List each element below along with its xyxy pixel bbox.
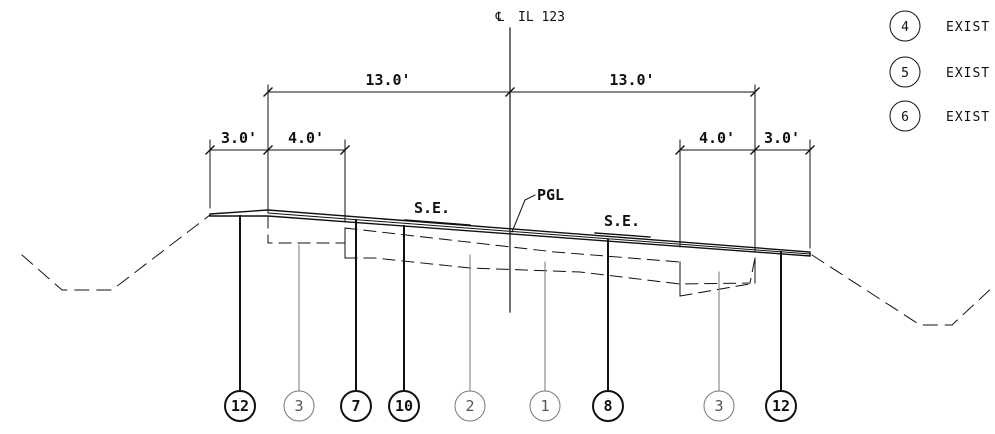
callout-7: 7 [351,397,360,415]
se-bar-left [404,219,471,226]
callout-8: 8 [603,397,612,415]
dim-right-lane: 13.0' [609,71,654,89]
callout-1: 1 [540,397,549,415]
callout-circle-8 [592,390,624,422]
se-bar-right [594,232,651,238]
legend-text-5: EXIST [946,66,990,81]
callout-12-right: 12 [772,397,790,415]
subbase-outline [267,215,756,285]
pgl-leader [511,194,536,233]
legend-number-4: 4 [901,20,909,35]
centerline-label: IL 123 [518,10,565,25]
callout-circle-1 [529,390,561,422]
legend-text-4: EXIST [946,20,990,35]
dim-left-lane: 13.0' [365,71,410,89]
se-label-left: S.E. [414,199,450,217]
callout-3-right: 3 [714,397,723,415]
dimension-ticks [205,87,815,155]
legend-text-6: EXIST [946,110,990,125]
callout-circle-7 [340,390,372,422]
callout-circle-2 [454,390,486,422]
se-label-right: S.E. [604,212,640,230]
legend-number-5: 5 [901,66,909,81]
callout-10: 10 [395,397,413,415]
callout-2: 2 [465,397,474,415]
subbase-line-2 [344,227,756,297]
dim-right-outer-shoulder: 3.0' [764,129,800,147]
dim-left-outer-shoulder: 3.0' [221,129,257,147]
legend-circle-4 [889,10,921,42]
pgl-label: PGL [537,186,564,204]
legend-number-6: 6 [901,110,909,125]
centerline-symbol: ℄ [495,10,505,25]
callout-3-left: 3 [294,397,303,415]
legend-circle-6 [889,100,921,132]
legend-circle-5 [889,56,921,88]
pavement-top-line [267,212,811,255]
callout-circle-12-left [224,390,256,422]
callout-circle-10 [388,390,420,422]
dim-right-inner-shoulder: 4.0' [699,129,735,147]
callout-circle-3-left [283,390,315,422]
callout-circle-12-right [765,390,797,422]
callout-circle-3-right [703,390,735,422]
callout-12-left: 12 [231,397,249,415]
ground-line-right [811,254,995,326]
dim-left-inner-shoulder: 4.0' [288,129,324,147]
ground-line-left [21,214,211,291]
